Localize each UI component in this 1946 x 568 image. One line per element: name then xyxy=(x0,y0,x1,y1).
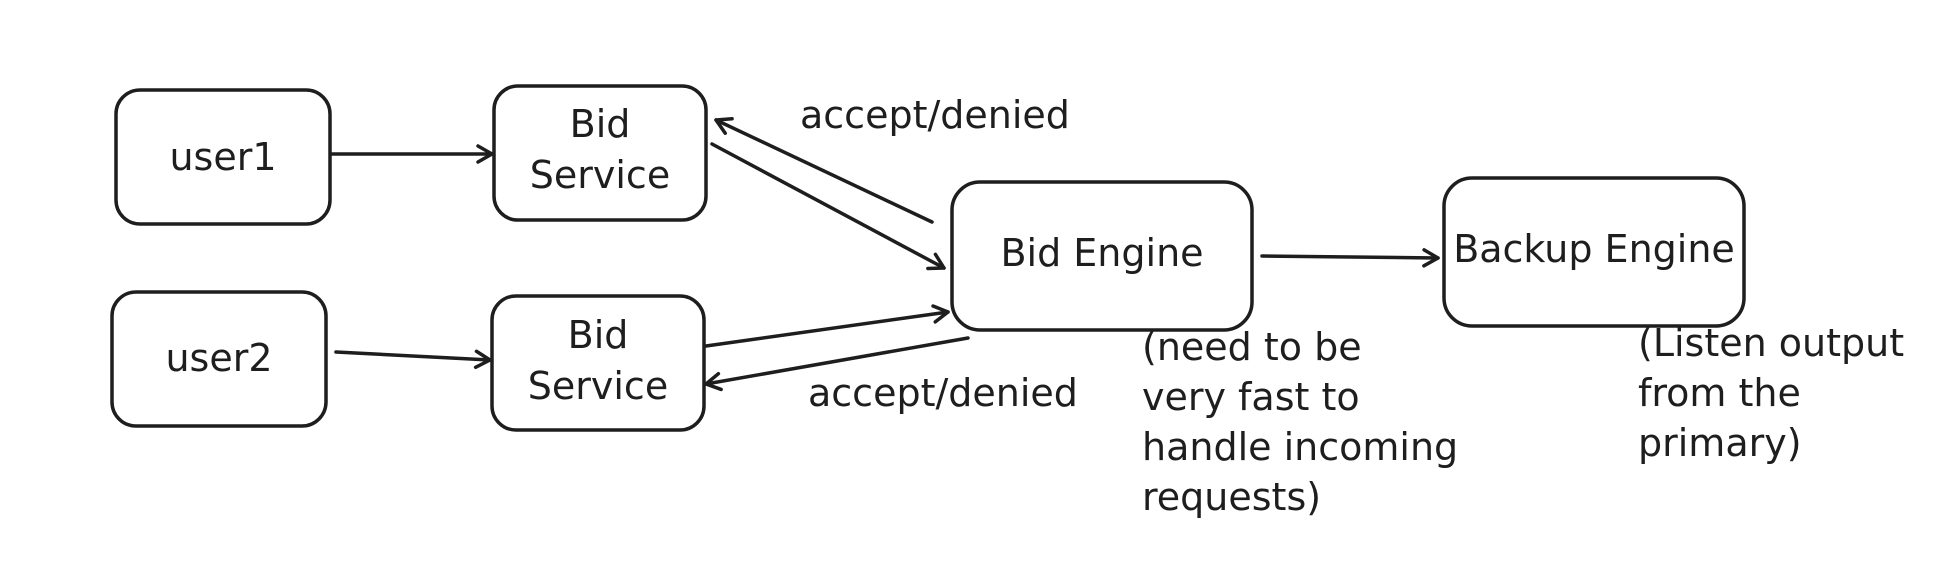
edge-bid-engine-to-bid-service-2 xyxy=(704,336,970,392)
edge-label-accept-denied-bottom: accept/denied xyxy=(808,371,1078,415)
node-bid-engine[interactable]: Bid Engine xyxy=(950,180,1254,332)
node-bid-service-2-label-line2: Service xyxy=(528,364,668,408)
edge-user2-to-bid-service-2 xyxy=(334,349,492,370)
note-bid-engine-line4: requests) xyxy=(1142,475,1321,519)
node-bid-service-1[interactable]: Bid Service xyxy=(492,84,708,222)
node-bid-service-2[interactable]: Bid Service xyxy=(490,294,706,432)
note-bid-engine-line3: handle incoming xyxy=(1142,425,1458,469)
node-backup-engine-label: Backup Engine xyxy=(1453,227,1735,271)
node-bid-service-1-label-line2: Service xyxy=(530,153,670,197)
edge-bid-engine-to-backup-engine xyxy=(1260,248,1440,268)
note-bid-engine-line1: (need to be xyxy=(1142,325,1362,369)
node-user2[interactable]: user2 xyxy=(110,290,328,428)
note-backup-engine-line3: primary) xyxy=(1638,421,1802,465)
note-backup-engine-line2: from the xyxy=(1638,371,1801,415)
edge-bid-service-1-to-bid-engine xyxy=(710,142,946,271)
node-backup-engine[interactable]: Backup Engine xyxy=(1442,176,1746,328)
note-backup-engine: (Listen output from the primary) xyxy=(1638,321,1904,465)
note-backup-engine-line1: (Listen output xyxy=(1638,321,1904,365)
note-bid-engine-line2: very fast to xyxy=(1142,375,1360,419)
node-user2-label: user2 xyxy=(165,336,272,380)
node-bid-service-2-label-line1: Bid xyxy=(568,313,629,357)
node-user1[interactable]: user1 xyxy=(114,88,332,226)
edge-bid-service-2-to-bid-engine xyxy=(704,304,950,348)
edge-label-accept-denied-top: accept/denied xyxy=(800,93,1070,137)
note-bid-engine: (need to be very fast to handle incoming… xyxy=(1142,325,1458,519)
edge-bid-engine-to-bid-service-1 xyxy=(714,116,934,224)
node-bid-service-1-label-line1: Bid xyxy=(570,102,631,146)
node-user1-label: user1 xyxy=(169,135,276,179)
node-bid-engine-label: Bid Engine xyxy=(1000,231,1203,275)
